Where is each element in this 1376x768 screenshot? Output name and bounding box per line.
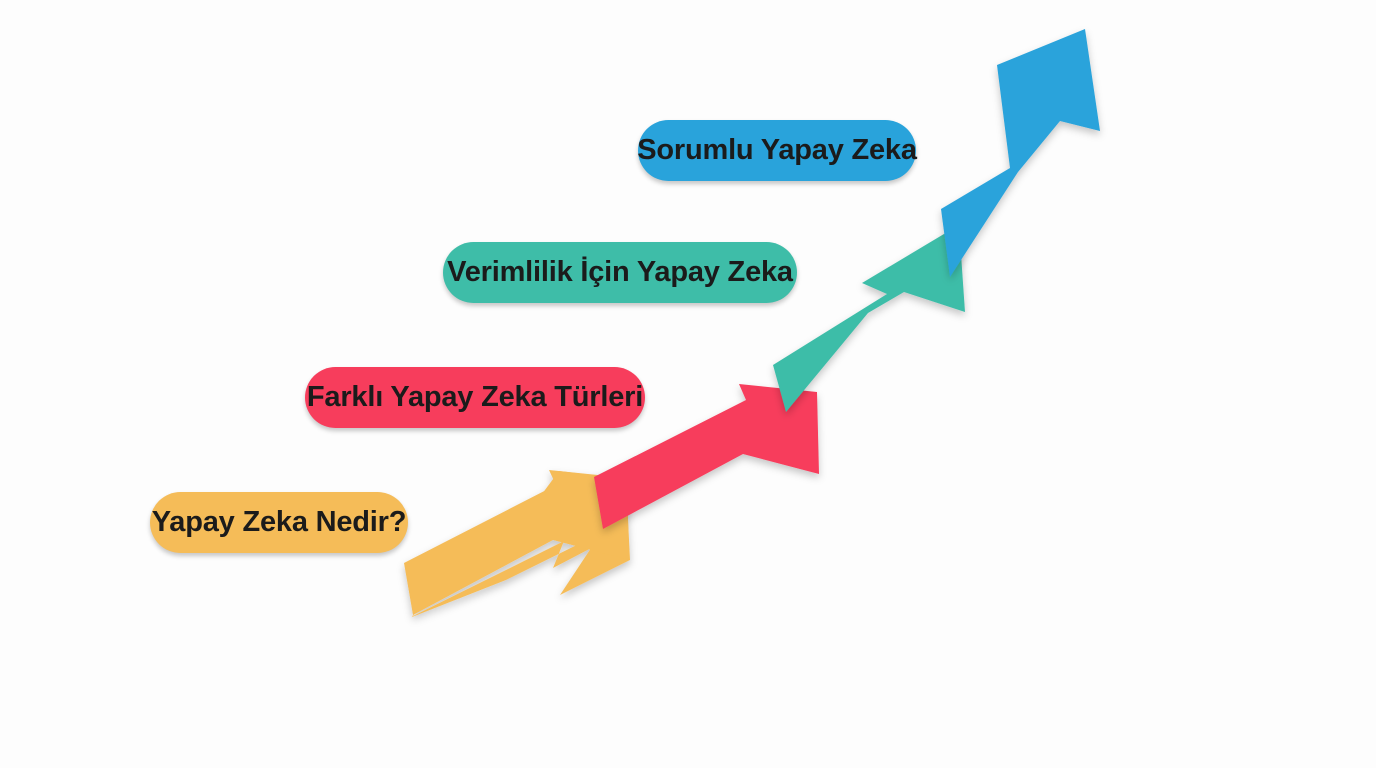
arrow-body-blue bbox=[941, 29, 1100, 277]
arrow-step-3 bbox=[773, 225, 965, 412]
arrow-step-4 bbox=[941, 29, 1100, 277]
arrow-body-yellow bbox=[404, 470, 629, 615]
step-label-text-3: Verimlilik İçin Yapay Zeka bbox=[447, 256, 793, 288]
step-label-pill-4[interactable]: Sorumlu Yapay Zeka bbox=[637, 120, 917, 181]
step-label-text-1: Yapay Zeka Nedir? bbox=[151, 506, 407, 538]
step-label-pill-3[interactable]: Verimlilik İçin Yapay Zeka bbox=[443, 242, 797, 303]
step-label-text-4: Sorumlu Yapay Zeka bbox=[637, 134, 917, 166]
arrow-body-teal bbox=[773, 225, 965, 412]
arrow-shape-yellow bbox=[404, 471, 630, 617]
step-label-pill-2[interactable]: Farklı Yapay Zeka Türleri bbox=[305, 367, 645, 428]
arrow-step-2 bbox=[594, 384, 819, 529]
step-label-text-2: Farklı Yapay Zeka Türleri bbox=[306, 381, 644, 413]
step-label-pill-1[interactable]: Yapay Zeka Nedir? bbox=[150, 492, 408, 553]
arrow-body-red bbox=[594, 384, 819, 529]
arrow-step-1 bbox=[404, 470, 630, 617]
